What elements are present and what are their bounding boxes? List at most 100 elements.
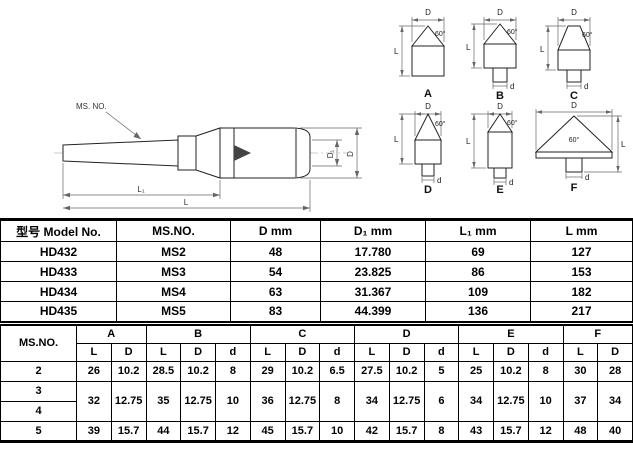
dim-table-group-header-row: MS.NO. A B C D E F [0,324,633,362]
col-header-d1-mm: D₁ mm [320,219,426,242]
sub-header: d [527,342,564,362]
model-row-hd434: HD434 MS4 63 31.367 109 182 [0,281,633,302]
ms-no-label: MS. NO. [76,102,107,111]
cell: 35 [145,380,182,422]
sub-header: L [562,342,599,362]
col-header-l1-mm: L₁ mm [425,219,531,242]
model-row-hd432: HD432 MS2 48 17.780 69 127 [0,241,633,262]
sub-header: D [493,342,529,362]
morse-taper-shank [62,139,179,167]
cell-model: HD435 [0,301,117,322]
group-header-e: E [458,324,564,344]
collar [177,135,197,171]
tip-letter-d: D [424,184,432,196]
angle-label: 60° [582,31,593,39]
sub-header: D [180,342,216,362]
cell: 15.7 [180,420,216,442]
cell: 45 [249,420,286,442]
cell: 12.75 [180,380,216,422]
tip-drawing-C: D L 60° d C [540,8,593,102]
dim-row-ms5: 5 39 15.7 44 15.7 12 45 15.7 10 42 15.7 … [0,420,633,442]
dim-d-label: D [497,102,503,111]
center-point [234,145,251,161]
cell: 6.5 [319,360,355,382]
dim-d-small-label: d [585,173,589,182]
tip-drawing-D: D L 60° d D [394,102,446,196]
angle-label: 60° [507,119,518,127]
cell-model: HD432 [0,241,117,262]
ms-label: 2 [0,360,77,382]
cell: 25 [458,360,494,382]
cell-d1: 17.780 [320,241,426,262]
dim-row-ms3: 3 32 12.75 35 12.75 10 36 12.75 8 34 12.… [0,380,633,422]
cell: 12.75 [493,380,529,422]
tip-letter-a: A [424,88,432,100]
cell: 5 [423,360,460,382]
group-header-b: B [145,324,251,344]
cell: 10.2 [493,360,529,382]
cell-model: HD433 [0,261,117,282]
sub-header: L [249,342,286,362]
cell: 10.2 [388,360,425,382]
cell-d1: 23.825 [320,261,426,282]
dim-l-label: L [621,140,626,149]
cell: 8 [527,360,564,382]
dim-table-sub-header-row: L D L D d L D d L D d L D d L D [1,342,633,362]
cell-ms: MS4 [116,281,231,302]
dim-d-small-label: d [437,176,441,185]
sub-header: L [354,342,390,362]
cell: 48 [562,420,599,442]
cell-model: HD434 [0,281,117,302]
cell: 10 [215,380,251,422]
cell: 10.2 [180,360,216,382]
cell-l: 182 [530,281,633,302]
group-header-a: A [76,324,147,344]
cell: 10.2 [110,360,147,382]
dim-d-small-label: d [509,178,513,187]
cell: 8 [423,420,460,442]
l1-dim-label: L₁ [137,185,144,194]
dim-l-label: L [466,137,471,146]
cell: 10.2 [284,360,321,382]
cell: 12.75 [284,380,321,422]
cell-d1: 44.399 [320,301,426,322]
cell-ms: MS2 [116,241,231,262]
cell: 30 [562,360,599,382]
tip-letter-f: F [571,182,578,194]
d-dim-label: D [346,151,355,157]
ms-label: 5 [0,420,77,442]
dim-d-label: D [425,8,431,17]
sub-header: d [319,342,355,362]
dim-d-label: D [571,8,577,17]
tip-letter-e: E [496,184,503,196]
cell: 15.7 [388,420,425,442]
dimension-table: MS.NO. A B C D E F L D L D d L D d L D d… [0,324,633,443]
angle-label: 60° [435,120,446,128]
col-header-ms-no: MS.NO. [116,219,231,242]
dimension-arrows [63,128,360,211]
cell: 44 [145,420,182,442]
sub-header: D [388,342,425,362]
dim-d-label: D [497,8,503,17]
group-header-d: D [353,324,460,344]
bearing-head [219,127,311,179]
dimension-lines [62,111,362,212]
dim-l-label: L [540,45,545,54]
ms-label: 4 [0,400,77,422]
cell: 28.5 [145,360,182,382]
cell-l: 153 [530,261,633,282]
dim-row-ms4: 4 [0,400,633,422]
corner-header-ms-no: MS.NO. [0,324,77,362]
cell-ms: MS5 [116,301,231,322]
dim-d-label: D [571,101,577,110]
dim-d-small-label: d [584,82,588,91]
cell-d: 83 [230,301,321,322]
cell-l1: 86 [425,261,531,282]
cell-ms: MS3 [116,261,231,282]
model-table: 型号 Model No. MS.NO. D mm D₁ mm L₁ mm L m… [0,218,633,323]
cell: 37 [562,380,599,422]
cell-d1: 31.367 [320,281,426,302]
cell: 34 [458,380,494,422]
col-header-model-no: 型号 Model No. [0,219,117,242]
